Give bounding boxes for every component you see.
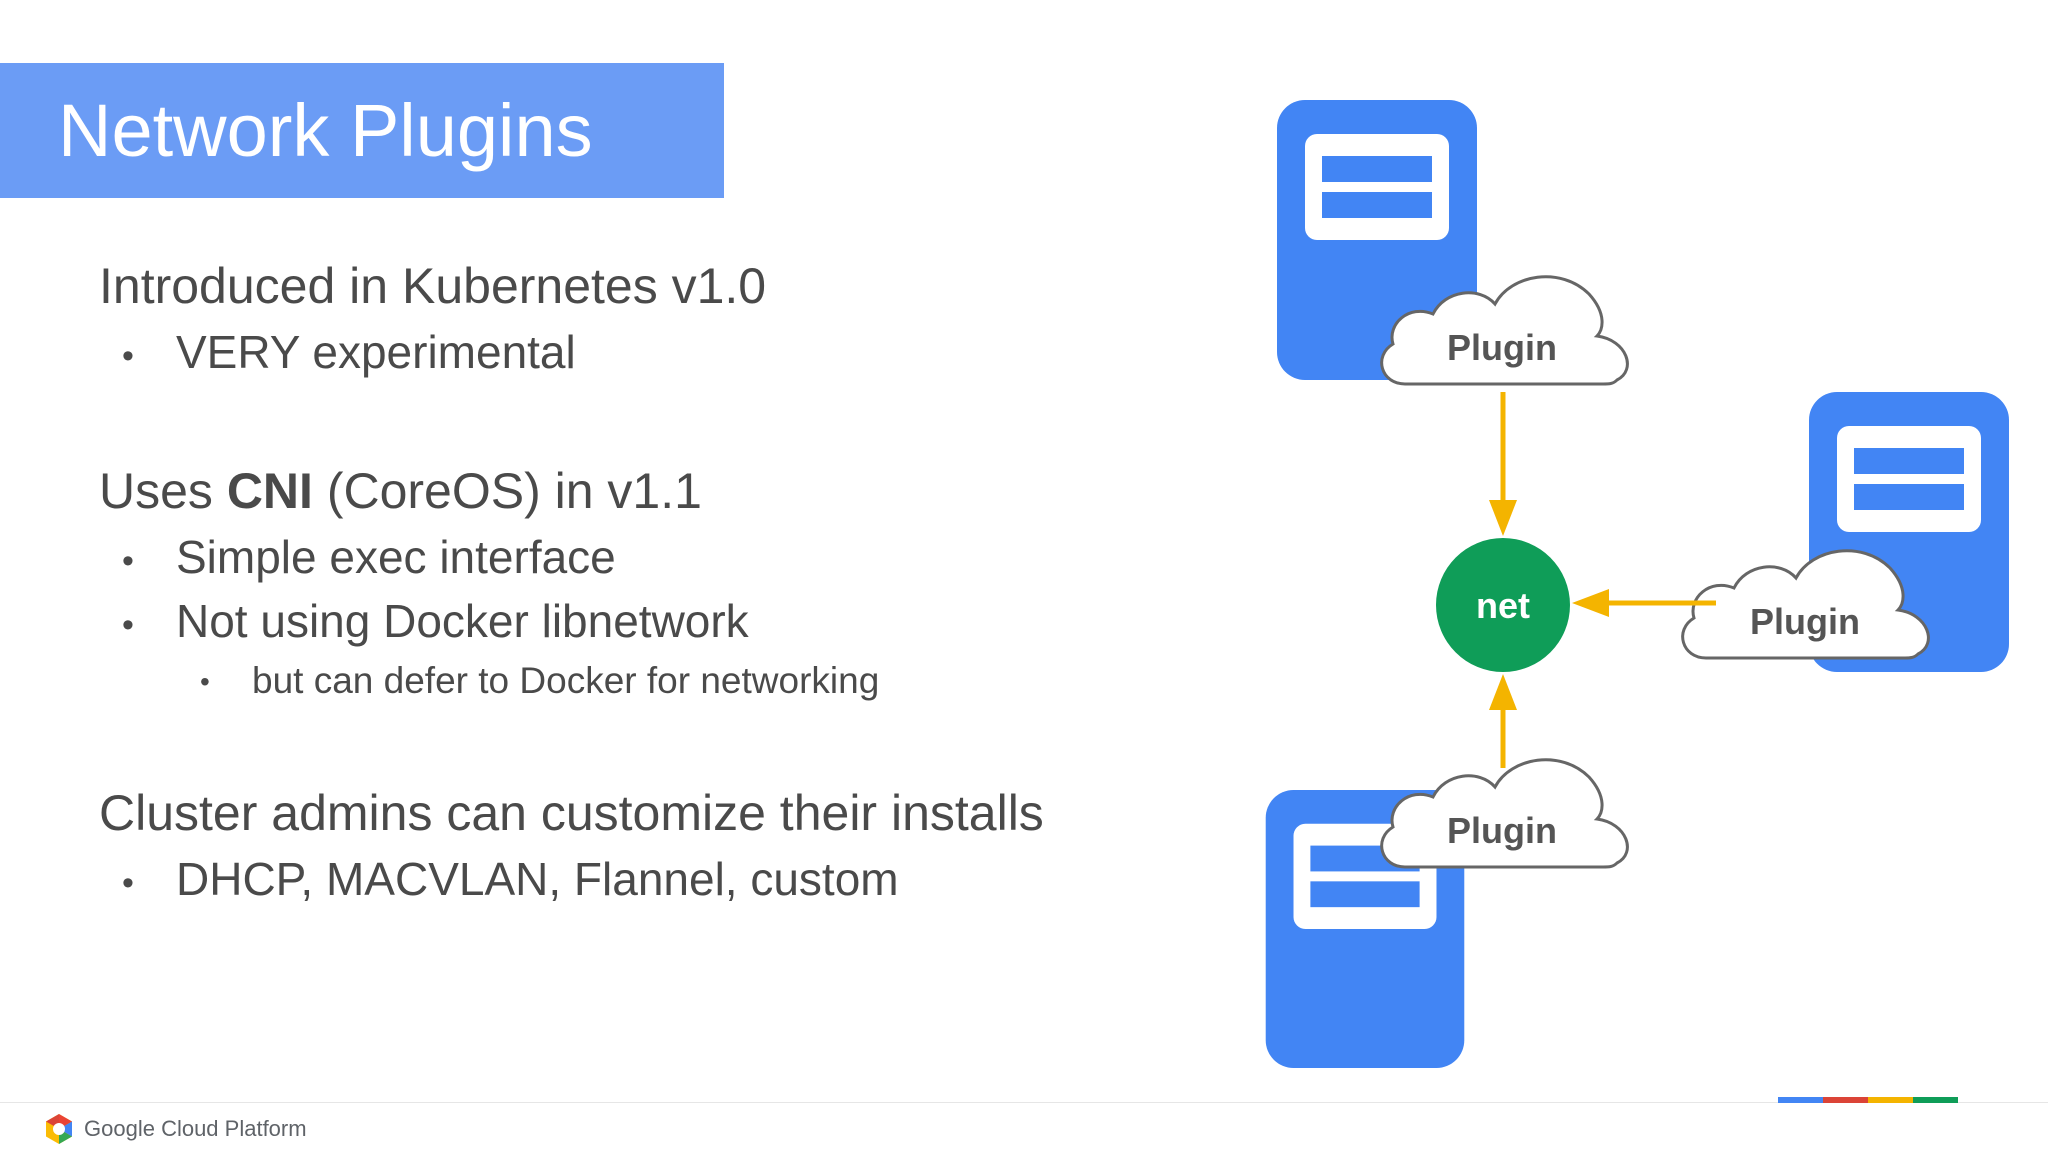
sub-bullet-item: but can defer to Docker for networking — [252, 660, 880, 701]
google-colorbar — [1778, 1097, 1958, 1103]
title-banner: Network Plugins — [0, 63, 724, 198]
bullet-glyph: • — [122, 542, 134, 580]
brand-rest: Cloud Platform — [154, 1116, 307, 1141]
plugin-label: Plugin — [1750, 601, 1860, 642]
section-heading-3: Cluster admins can customize their insta… — [99, 785, 1044, 841]
section-heading-2: Uses CNI (CoreOS) in v1.1 — [99, 461, 702, 521]
arrow-right-to-net — [1572, 589, 1716, 617]
slide-title: Network Plugins — [58, 89, 593, 172]
plugin-label: Plugin — [1447, 327, 1557, 368]
footer-divider — [0, 1102, 2048, 1103]
arrow-bottom-to-net — [1489, 674, 1517, 768]
colorbar-yellow — [1868, 1097, 1913, 1103]
plugin-label: Plugin — [1447, 810, 1557, 851]
bullet-glyph: • — [122, 606, 134, 644]
node-top: Plugin — [1277, 100, 1629, 386]
bullet-glyph: • — [122, 864, 134, 902]
node-bottom: Plugin — [1265, 758, 1629, 1068]
net-label: net — [1476, 585, 1530, 626]
node-right: Plugin — [1681, 392, 2009, 672]
heading-bold-cni: CNI — [226, 463, 313, 519]
heading-prefix: Uses — [99, 463, 227, 519]
bullet-glyph: • — [122, 337, 134, 375]
colorbar-red — [1823, 1097, 1868, 1103]
arrow-top-to-net — [1489, 392, 1517, 536]
section-heading-1: Introduced in Kubernetes v1.0 — [99, 258, 767, 314]
bullet-item: DHCP, MACVLAN, Flannel, custom — [176, 853, 899, 905]
bullet-item: Not using Docker libnetwork — [176, 595, 749, 647]
sub-bullet-glyph: • — [200, 666, 210, 697]
bullet-item: Simple exec interface — [176, 531, 616, 583]
brand-google: Google — [84, 1116, 155, 1141]
bullet-item: VERY experimental — [176, 326, 576, 378]
colorbar-green — [1913, 1097, 1958, 1103]
footer-brand-text: Google Cloud Platform — [84, 1116, 307, 1142]
heading-suffix: (CoreOS) in v1.1 — [312, 463, 702, 519]
net-circle — [1436, 538, 1570, 672]
net-node: net — [1436, 538, 1570, 672]
footer-brand: Google Cloud Platform — [42, 1112, 307, 1146]
google-cloud-logo-icon — [46, 1114, 72, 1144]
colorbar-blue — [1778, 1097, 1823, 1103]
